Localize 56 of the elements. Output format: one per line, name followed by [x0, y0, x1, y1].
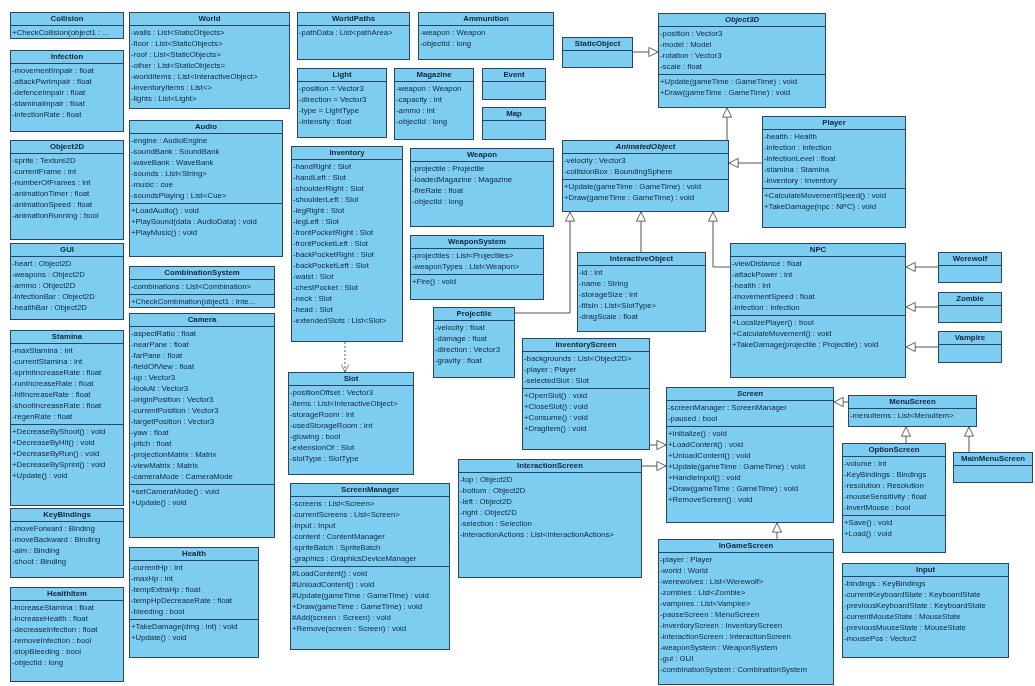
generalization-arrow [728, 157, 763, 169]
class-box [129, 313, 275, 538]
class-box [522, 338, 650, 450]
class-box [762, 116, 906, 228]
class-box [458, 459, 642, 578]
generalization-arrow [649, 439, 667, 451]
generalization-arrow [641, 460, 667, 472]
class-box [842, 563, 1009, 658]
class-box [291, 146, 403, 342]
class-box [10, 330, 124, 506]
class-box [482, 68, 546, 100]
generalization-arrow [905, 261, 939, 273]
class-box [562, 140, 729, 212]
class-box [10, 50, 124, 132]
class-box [290, 483, 450, 650]
class-box [658, 13, 826, 108]
generalization-arrow [963, 426, 975, 453]
class-box [938, 292, 1002, 323]
class-box [10, 587, 124, 682]
generalization-arrow [771, 522, 783, 540]
class-box [562, 37, 633, 68]
generalization-arrow [900, 426, 912, 444]
class-box [297, 12, 410, 60]
class-box [10, 243, 124, 320]
class-box [129, 266, 275, 308]
class-box [129, 120, 283, 257]
class-box [842, 443, 946, 553]
generalization-arrow [721, 107, 733, 141]
generalization-arrow [635, 211, 647, 253]
class-box [410, 148, 554, 227]
class-box [848, 395, 977, 427]
class-box [953, 452, 1033, 483]
class-box [577, 252, 706, 332]
generalization-arrow [632, 46, 659, 58]
class-box [730, 243, 906, 378]
class-box [418, 12, 554, 60]
generalization-arrow [905, 341, 939, 353]
class-box [10, 508, 124, 578]
class-box [394, 68, 474, 140]
generalization-arrow [833, 396, 849, 408]
class-box [129, 12, 290, 109]
generalization-arrow [514, 211, 576, 314]
class-box [288, 372, 414, 475]
generalization-arrow [707, 211, 731, 268]
class-box [10, 12, 124, 39]
class-box [297, 68, 387, 138]
class-box [666, 387, 834, 523]
class-box [10, 140, 124, 240]
class-box [482, 107, 546, 140]
generalization-arrow [905, 301, 939, 313]
class-box [410, 235, 544, 300]
class-box [658, 539, 834, 685]
class-box [938, 252, 1002, 283]
class-box [129, 547, 259, 658]
class-box [938, 331, 1002, 363]
class-box [433, 307, 515, 378]
